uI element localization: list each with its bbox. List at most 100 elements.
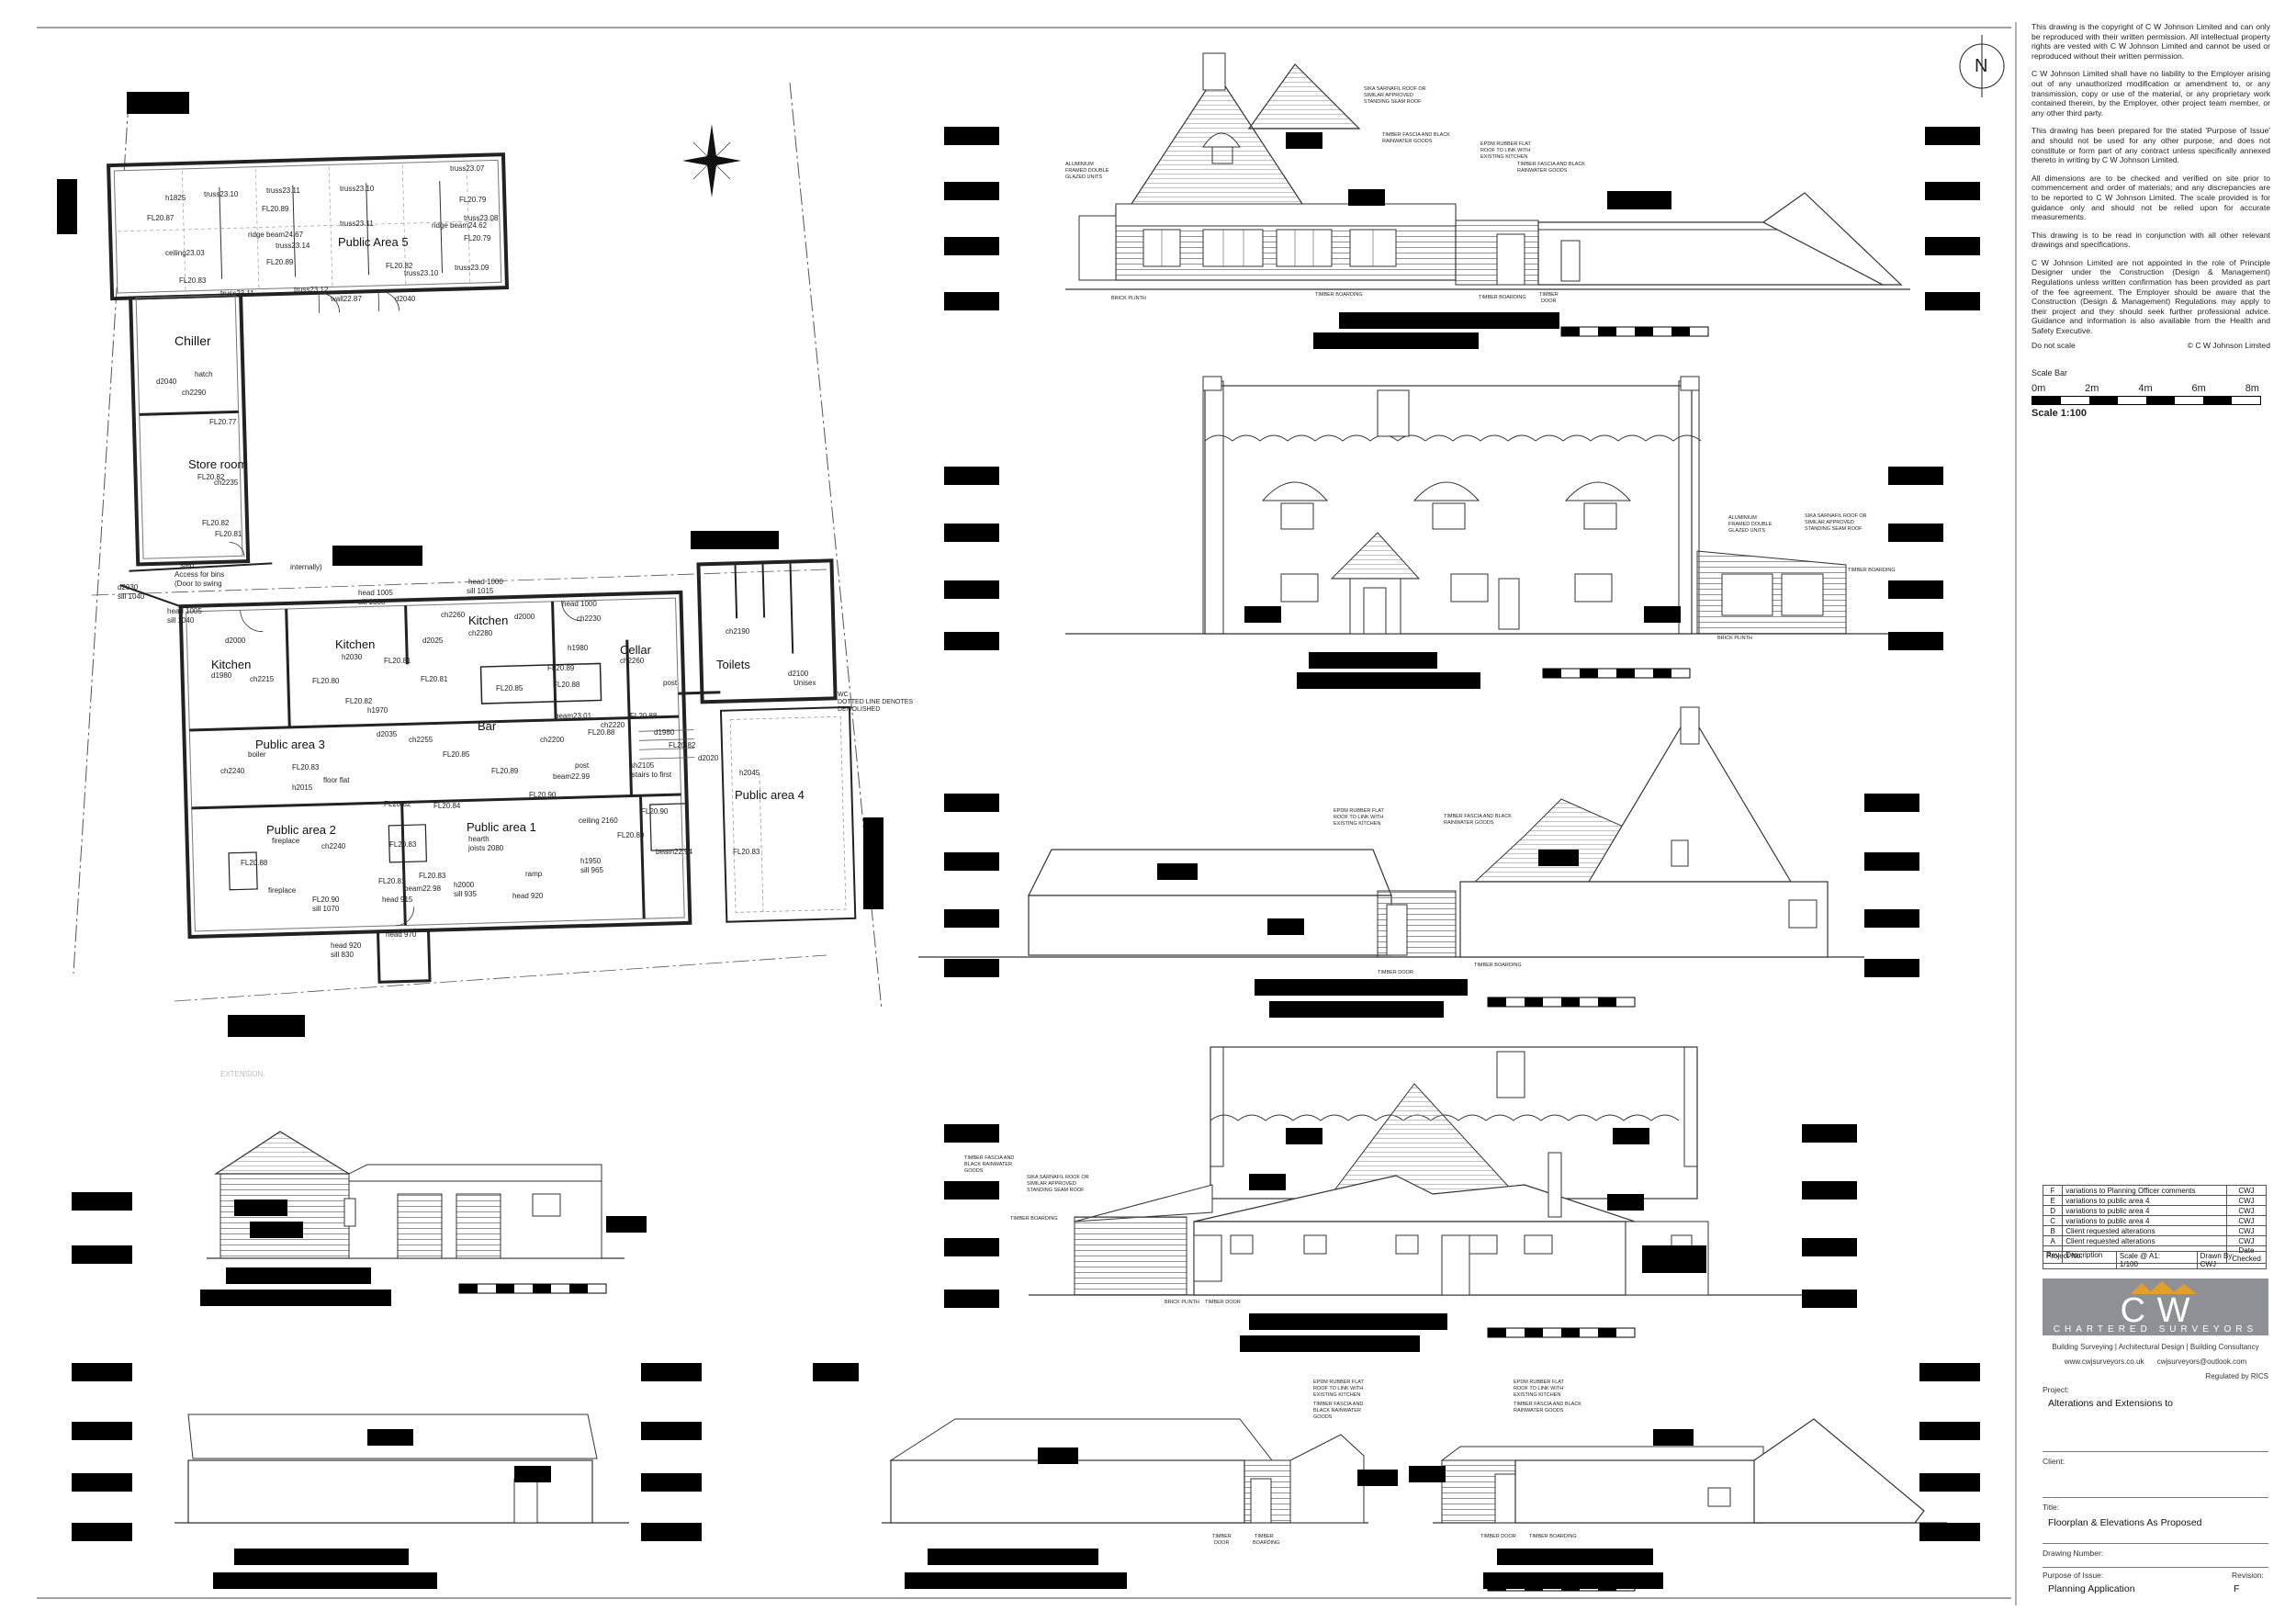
plan-note: truss23.10: [204, 190, 239, 198]
plan-note: FL20.88: [553, 681, 580, 689]
plan-note: d2000: [225, 636, 246, 645]
plan-note: truss23.11: [266, 186, 300, 195]
plan-note: Access for bins: [174, 570, 224, 579]
plan-note: FL20.83: [389, 840, 417, 849]
plan-note: h2000: [454, 881, 475, 889]
rics-note: Regulated by RICS: [2205, 1372, 2268, 1380]
room-public-area-5: Public Area 5: [338, 235, 409, 249]
plan-note: d2000: [514, 613, 535, 621]
note-paragraph: This drawing has been prepared for the s…: [2032, 126, 2270, 165]
callout-text: BLACK RAINWATER: [964, 1162, 1012, 1167]
plan-note: d2035: [377, 730, 398, 738]
plan-note: FL20.85: [443, 750, 470, 759]
callout-text: TIMBER FASCIA AND BLACK: [1382, 132, 1450, 138]
plan-note: FL20.82: [197, 473, 225, 481]
plan-note: beam23.01: [555, 712, 592, 720]
floor-plan: Public Area 5 Chiller Store room Kitchen…: [57, 82, 913, 1078]
plan-note: ch2240: [321, 842, 346, 850]
plan-note: head 1000: [468, 578, 503, 586]
plan-note: ch2190: [726, 627, 750, 636]
plan-note: d2100: [788, 670, 809, 678]
plan-note: ch2215: [250, 675, 275, 683]
service-item: Architectural Design: [2118, 1343, 2185, 1351]
room-public-area-3: Public area 3: [255, 738, 325, 751]
scale-bar: [2032, 395, 2261, 405]
callout-text: GOODS: [964, 1168, 984, 1174]
plan-note: sill 1015: [467, 587, 494, 595]
plan-note: ceiling23.03: [165, 249, 205, 257]
purpose-label: Purpose of Issue:: [2043, 1571, 2104, 1580]
drawing-number-label: Drawing Number:: [2043, 1549, 2104, 1558]
elevation-3: EPDM RUBBER FLAT ROOF TO LINK WITH EXIST…: [918, 706, 1919, 1018]
plan-note: h1950: [580, 857, 602, 865]
callout-text: EPDM RUBBER FLAT: [1313, 1380, 1365, 1385]
plan-note: d2040: [395, 295, 416, 303]
elevation-scale-bar: [1487, 997, 1636, 1008]
plan-note: FL20.85: [496, 684, 523, 693]
callout-text: BRICK PLINTH: [1111, 296, 1146, 301]
plan-note: sh2105: [630, 761, 655, 770]
callout-text: EPDM RUBBER FLAT: [1334, 808, 1385, 814]
plan-note: FL20.88: [241, 859, 268, 867]
email-link[interactable]: cwjsurveyors@outlook.com: [2156, 1357, 2247, 1366]
elevation-scale-bar: [458, 1283, 607, 1294]
plan-note: ch2240: [220, 767, 245, 775]
elevation-scale-bar: [1560, 326, 1709, 337]
plan-note: floor flat: [323, 776, 350, 784]
plan-note: sill 1070: [312, 905, 340, 913]
scale-tick: 6m: [2191, 382, 2206, 394]
callout-text: TIMBER DOOR: [1378, 970, 1413, 975]
plan-note: FL20.89: [266, 258, 294, 266]
plan-note: FL20.80: [312, 677, 340, 685]
scale-tick: 8m: [2245, 382, 2259, 394]
callout-text: EPDM RUBBER FLAT: [1480, 141, 1532, 147]
website-link[interactable]: www.cwjsurveyors.co.uk: [2064, 1357, 2144, 1366]
room-store: Store room: [188, 457, 247, 471]
room-kitchen-mid: Kitchen: [335, 637, 375, 651]
plan-note: truss23.11: [220, 289, 254, 298]
plan-note: FL20.84: [433, 802, 461, 810]
plan-note: h2045: [739, 769, 760, 777]
plan-note: FL20.81: [215, 530, 242, 538]
room-chiller: Chiller: [174, 333, 211, 348]
plan-note: EXTENSION.: [220, 1070, 264, 1078]
plan-note: h1980: [568, 644, 589, 652]
plan-note: d2025: [422, 636, 444, 645]
plan-note: sill 830: [331, 951, 354, 959]
note-paragraph: All dimensions are to be checked and ver…: [2032, 173, 2270, 222]
title-label: Title:: [2043, 1503, 2060, 1512]
plan-note: beam22.99: [553, 772, 591, 781]
plan-note: d2040: [156, 377, 177, 386]
plan-note: FL20.88: [630, 712, 658, 720]
elevation-scale-bar: [1487, 1581, 1636, 1592]
plan-note: beam22.98: [404, 884, 442, 893]
callout-text: SIMILAR APPROVED: [1027, 1181, 1076, 1187]
plan-note: truss23.09: [455, 264, 490, 272]
plan-note: ch2235: [214, 479, 239, 487]
callout-text: EXISTING KITCHEN: [1334, 821, 1380, 827]
callout-text: TIMBER: [1255, 1534, 1274, 1539]
plan-note: FL20.83: [179, 276, 207, 285]
plan-note: FL20.83: [419, 872, 446, 880]
callout-text: SIKA SARNAFIL ROOF OR: [1364, 86, 1426, 92]
callout-text: TIMBER: [1539, 292, 1559, 298]
project-value: Alterations and Extensions to: [2048, 1398, 2173, 1409]
logo-roofs-icon: [2131, 1281, 2197, 1294]
plan-note: ridge beam24.62: [432, 221, 488, 230]
plan-note: ceiling 2160: [579, 817, 618, 825]
callout-text: ROOF TO LINK WITH: [1514, 1386, 1563, 1391]
plan-note: head 1005: [167, 607, 202, 615]
callout-text: SIKA SARNAFIL ROOF OR: [1027, 1175, 1089, 1180]
plan-note: d1980: [654, 728, 675, 737]
scale-ratio: Scale 1:100: [2032, 407, 2087, 419]
callout-text: TIMBER BOARDING: [1010, 1216, 1058, 1222]
room-public-area-4: Public area 4: [735, 788, 805, 802]
plan-note: post: [575, 761, 590, 770]
callout-text: TIMBER BOARDING: [1848, 568, 1896, 573]
plan-note: DOTTED LINE DENOTES: [838, 699, 913, 705]
drawn-by-label: Drawn By:CWJ: [2196, 1251, 2268, 1269]
scale-tick: 4m: [2138, 382, 2153, 394]
scale-bar-title: Scale Bar: [2032, 367, 2068, 377]
callout-text: ALUMINIUM: [1065, 162, 1094, 167]
